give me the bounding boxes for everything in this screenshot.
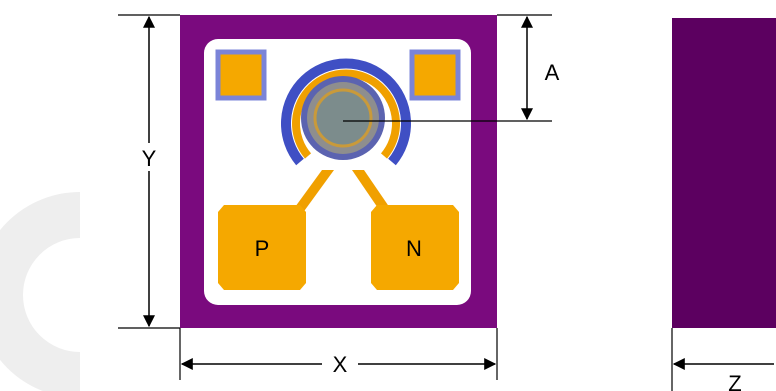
- outer-blue-ring: [281, 58, 411, 166]
- z-dimension-label: Z: [728, 371, 741, 391]
- corner-pad-left: [215, 49, 267, 101]
- p-pad: [218, 205, 306, 290]
- side-view-body: [672, 18, 776, 328]
- n-pad-label: N: [406, 236, 422, 261]
- y-dimension-label: Y: [142, 146, 157, 171]
- n-trace: [352, 170, 394, 214]
- x-dimension-label: X: [333, 352, 348, 377]
- die-center: [313, 88, 373, 148]
- n-pad: [371, 205, 459, 290]
- top-view: P N: [180, 15, 497, 328]
- watermark-arc: [0, 192, 81, 391]
- p-trace: [290, 170, 334, 214]
- corner-pad-right: [409, 49, 461, 101]
- p-pad-label: P: [255, 236, 270, 261]
- gold-ring: [292, 69, 400, 159]
- a-dimension-label: A: [545, 60, 560, 85]
